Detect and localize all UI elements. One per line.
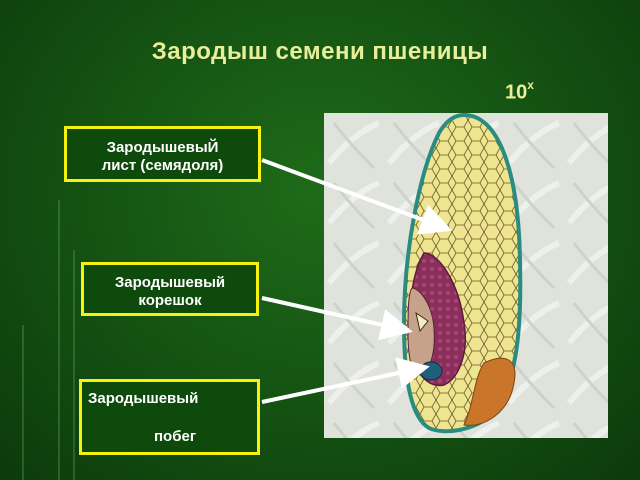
shoot-label-line1: Зародышевый bbox=[88, 390, 199, 407]
magnification-sup: x bbox=[527, 78, 534, 92]
background-stripe bbox=[73, 250, 75, 480]
shoot-label: Зародышевый побег bbox=[79, 379, 260, 455]
cotyledon-label: ЗародышевыЙ лист (семядоля) bbox=[64, 126, 261, 182]
root-tip bbox=[415, 311, 429, 333]
shoot-apex bbox=[419, 361, 443, 381]
cotyledon-label-line1: ЗародышевыЙ bbox=[106, 139, 219, 156]
magnification-value: 10 bbox=[505, 81, 528, 104]
cotyledon-label-line2: лист (семядоля) bbox=[101, 157, 224, 174]
root-label-line1: Зародышевый bbox=[114, 274, 226, 291]
root-label-line2: корешок bbox=[138, 292, 202, 309]
slide-title: Зародыш семени пшеницы bbox=[151, 38, 489, 65]
root-label: Зародышевый корешок bbox=[81, 262, 259, 316]
shoot-label-line2: побег bbox=[154, 428, 197, 445]
coleoptile-region bbox=[463, 357, 516, 426]
wheat-embryo-micrograph bbox=[324, 113, 608, 438]
background-stripe bbox=[58, 200, 60, 480]
magnification-label: 10x bbox=[505, 78, 534, 105]
background-stripe bbox=[22, 325, 24, 480]
